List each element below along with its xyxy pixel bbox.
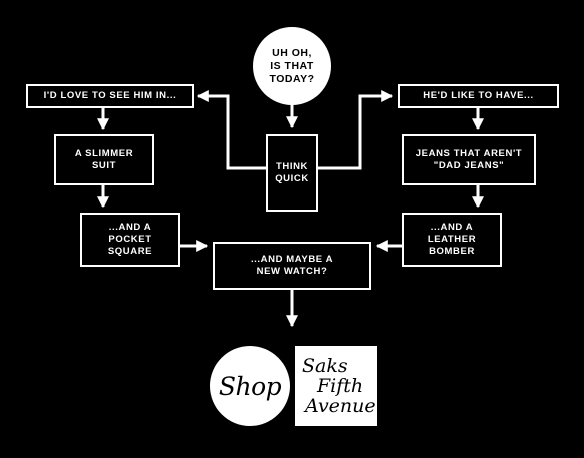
left-item-slimmer-suit: A SLIMMER SUIT	[54, 134, 154, 185]
arrow-think-to-right-header	[318, 90, 394, 170]
shop-logo-text: Shop	[218, 371, 282, 401]
saks-logo-line3: Avenue	[305, 395, 376, 417]
right-item-leather-bomber: ...AND A LEATHER BOMBER	[402, 213, 502, 267]
left-header-box: I'D LOVE TO SEE HIM IN...	[26, 84, 194, 108]
start-circle: UH OH, IS THAT TODAY?	[253, 27, 331, 105]
left-item-pocket-square: ...AND A POCKET SQUARE	[80, 213, 180, 267]
right-header-box: HE'D LIKE TO HAVE...	[398, 84, 559, 108]
shop-logo[interactable]: Shop	[210, 346, 290, 426]
saks-fifth-avenue-logo[interactable]: Saks Fifth Avenue	[295, 346, 377, 426]
center-watch-box: ...AND MAYBE A NEW WATCH?	[213, 242, 371, 290]
right-item-jeans: JEANS THAT AREN'T "DAD JEANS"	[402, 134, 536, 185]
arrow-think-to-left-header	[196, 90, 266, 170]
saks-logo-line1: Saks	[302, 355, 348, 377]
think-quick-box: THINK QUICK	[266, 134, 318, 212]
saks-logo-line2: Fifth	[317, 375, 364, 397]
